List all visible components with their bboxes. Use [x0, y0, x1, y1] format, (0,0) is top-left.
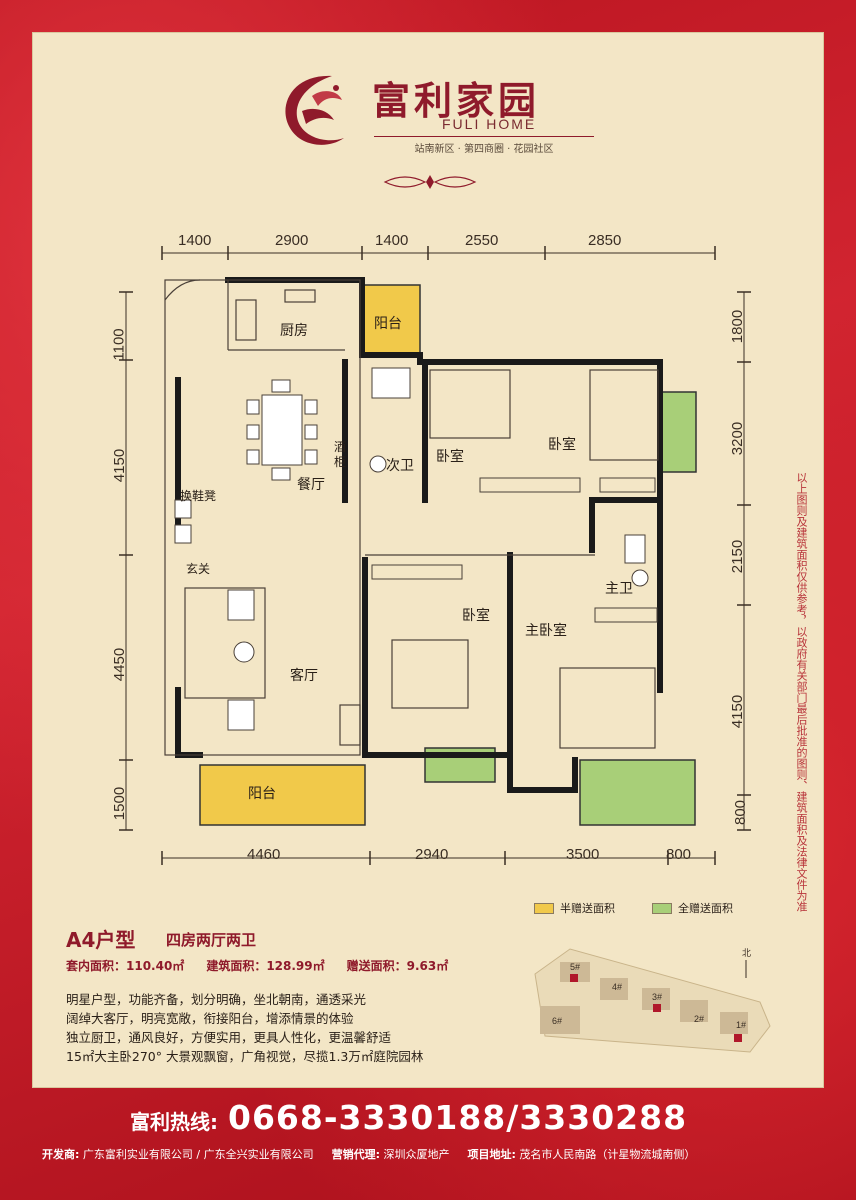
dim-right-4: 4150 [729, 694, 747, 729]
dim-top-3: 1400 [375, 232, 409, 249]
footer-agent: 营销代理: 深圳众厦地产 [332, 1146, 450, 1162]
room-living: 客厅 [290, 668, 318, 684]
ornament-divider-icon [383, 175, 477, 189]
developer-label: 开发商: [42, 1148, 80, 1161]
legend-full-swatch [652, 902, 672, 914]
brand-name-en: FULI HOME [442, 116, 537, 132]
legend-full-label: 全赠送面积 [678, 902, 733, 915]
desc-line: 独立厨卫，通风良好，方便实用，更具人性化，更温馨舒适 [66, 1030, 392, 1045]
unit-description: 明星户型，功能齐备，划分明确，坐北朝南，通透采光 阔绰大客厅，明亮宽敞，衔接阳台… [66, 990, 423, 1066]
room-bedroom-a: 卧室 [436, 449, 464, 465]
desc-line: 15㎡大主卧270° 大景观飘窗，广角视觉，尽揽1.3万㎡庭院园林 [66, 1049, 424, 1064]
area-inner: 套内面积：110.40㎡ [66, 959, 185, 973]
dim-bottom-3: 3500 [566, 846, 600, 863]
room-balcony-top: 阳台 [374, 316, 402, 332]
room-wine-cabinet: 酒柜 [334, 440, 347, 469]
site-label-1: 1# [736, 1020, 746, 1030]
footer-developer: 开发商: 广东富利实业有限公司 / 广东全兴实业有限公司 [42, 1146, 314, 1162]
room-shoe-bench: 换鞋凳 [180, 489, 217, 503]
dim-right-3: 2150 [729, 539, 747, 574]
room-dining: 餐厅 [297, 477, 325, 493]
legend-full: 全赠送面积 [652, 900, 733, 916]
desc-line: 明星户型，功能齐备，划分明确，坐北朝南，通透采光 [66, 992, 367, 1007]
north-label: 北 [742, 948, 751, 958]
room-balcony-bottom: 阳台 [248, 786, 276, 802]
hotline-label: 富利热线: [130, 1110, 218, 1134]
dim-right-1: 1800 [729, 309, 747, 344]
disclaimer-note: 以上图则及建筑面积仅供参考，以政府有关部门最后批准的图则、建筑面积及法律文件为准 [795, 472, 808, 912]
dim-top-4: 2550 [465, 232, 499, 249]
footer-address: 项目地址: 茂名市人民南路（计星物流城南侧） [468, 1146, 696, 1162]
dim-bottom-1: 4460 [247, 846, 281, 863]
brand-logo: 富利家园 FULI HOME 站南新区 · 第四商圈 · 花园社区 [272, 66, 602, 156]
room-kitchen: 厨房 [280, 323, 308, 339]
unit-type: A4户型 [66, 928, 136, 952]
desc-line: 阔绰大客厅，明亮宽敞，衔接阳台，增添情景的体验 [66, 1011, 354, 1026]
dim-left-1: 1100 [110, 328, 128, 361]
dragon-logo-icon [285, 75, 344, 145]
address-label: 项目地址: [467, 1148, 516, 1161]
dim-right-5: 800 [732, 799, 750, 826]
room-second-bath: 次卫 [386, 458, 414, 474]
dim-top-1: 1400 [178, 232, 212, 249]
dim-bottom-2: 2940 [415, 846, 449, 863]
room-entrance: 玄关 [186, 562, 211, 576]
agent-value: 深圳众厦地产 [383, 1148, 450, 1161]
dim-right-2: 3200 [729, 421, 747, 456]
room-bedroom-b: 卧室 [548, 437, 576, 453]
dim-top-2: 2900 [275, 232, 309, 249]
area-gift: 赠送面积：9.63㎡ [346, 959, 449, 973]
area-build: 建筑面积：128.99㎡ [206, 959, 325, 973]
brand-tagline: 站南新区 · 第四商圈 · 花园社区 [374, 136, 594, 155]
legend-half-label: 半赠送面积 [560, 902, 615, 915]
dim-left-3: 4450 [111, 647, 129, 682]
room-bedroom-c: 卧室 [462, 608, 490, 624]
hotline: 富利热线: 0668-3330188/3330288 [130, 1098, 687, 1137]
room-master-bedroom: 主卧室 [525, 623, 567, 639]
legend-half: 半赠送面积 [534, 900, 615, 916]
site-label-5: 5# [570, 962, 580, 972]
site-label-3: 3# [652, 992, 662, 1002]
agent-label: 营销代理: [331, 1148, 381, 1161]
brand-name-cn: 富利家园 [372, 78, 541, 123]
dim-bottom-4: 800 [666, 846, 692, 863]
unit-areas: 套内面积：110.40㎡ 建筑面积：128.99㎡ 赠送面积：9.63㎡ [66, 957, 448, 974]
dim-left-2: 4150 [111, 448, 129, 483]
site-plan-map: 5# 4# 3# 2# 1# 6# 北 [534, 948, 771, 1053]
developer-value: 广东富利实业有限公司 / 广东全兴实业有限公司 [82, 1148, 314, 1161]
legend-half-swatch [534, 902, 554, 914]
dim-top-5: 2850 [588, 232, 622, 249]
unit-layout: 四房两厅两卫 [166, 931, 257, 949]
poster-panel [32, 32, 824, 1088]
hotline-number[interactable]: 0668-3330188/3330288 [228, 1098, 688, 1137]
address-value: 茂名市人民南路（计星物流城南侧） [519, 1148, 696, 1161]
dim-left-4: 1500 [111, 786, 129, 821]
room-master-bath: 主卫 [605, 581, 633, 597]
site-label-6: 6# [552, 1016, 562, 1026]
site-label-4: 4# [612, 982, 622, 992]
site-label-2: 2# [694, 1014, 704, 1024]
footer: 开发商: 广东富利实业有限公司 / 广东全兴实业有限公司 营销代理: 深圳众厦地… [42, 1146, 695, 1162]
